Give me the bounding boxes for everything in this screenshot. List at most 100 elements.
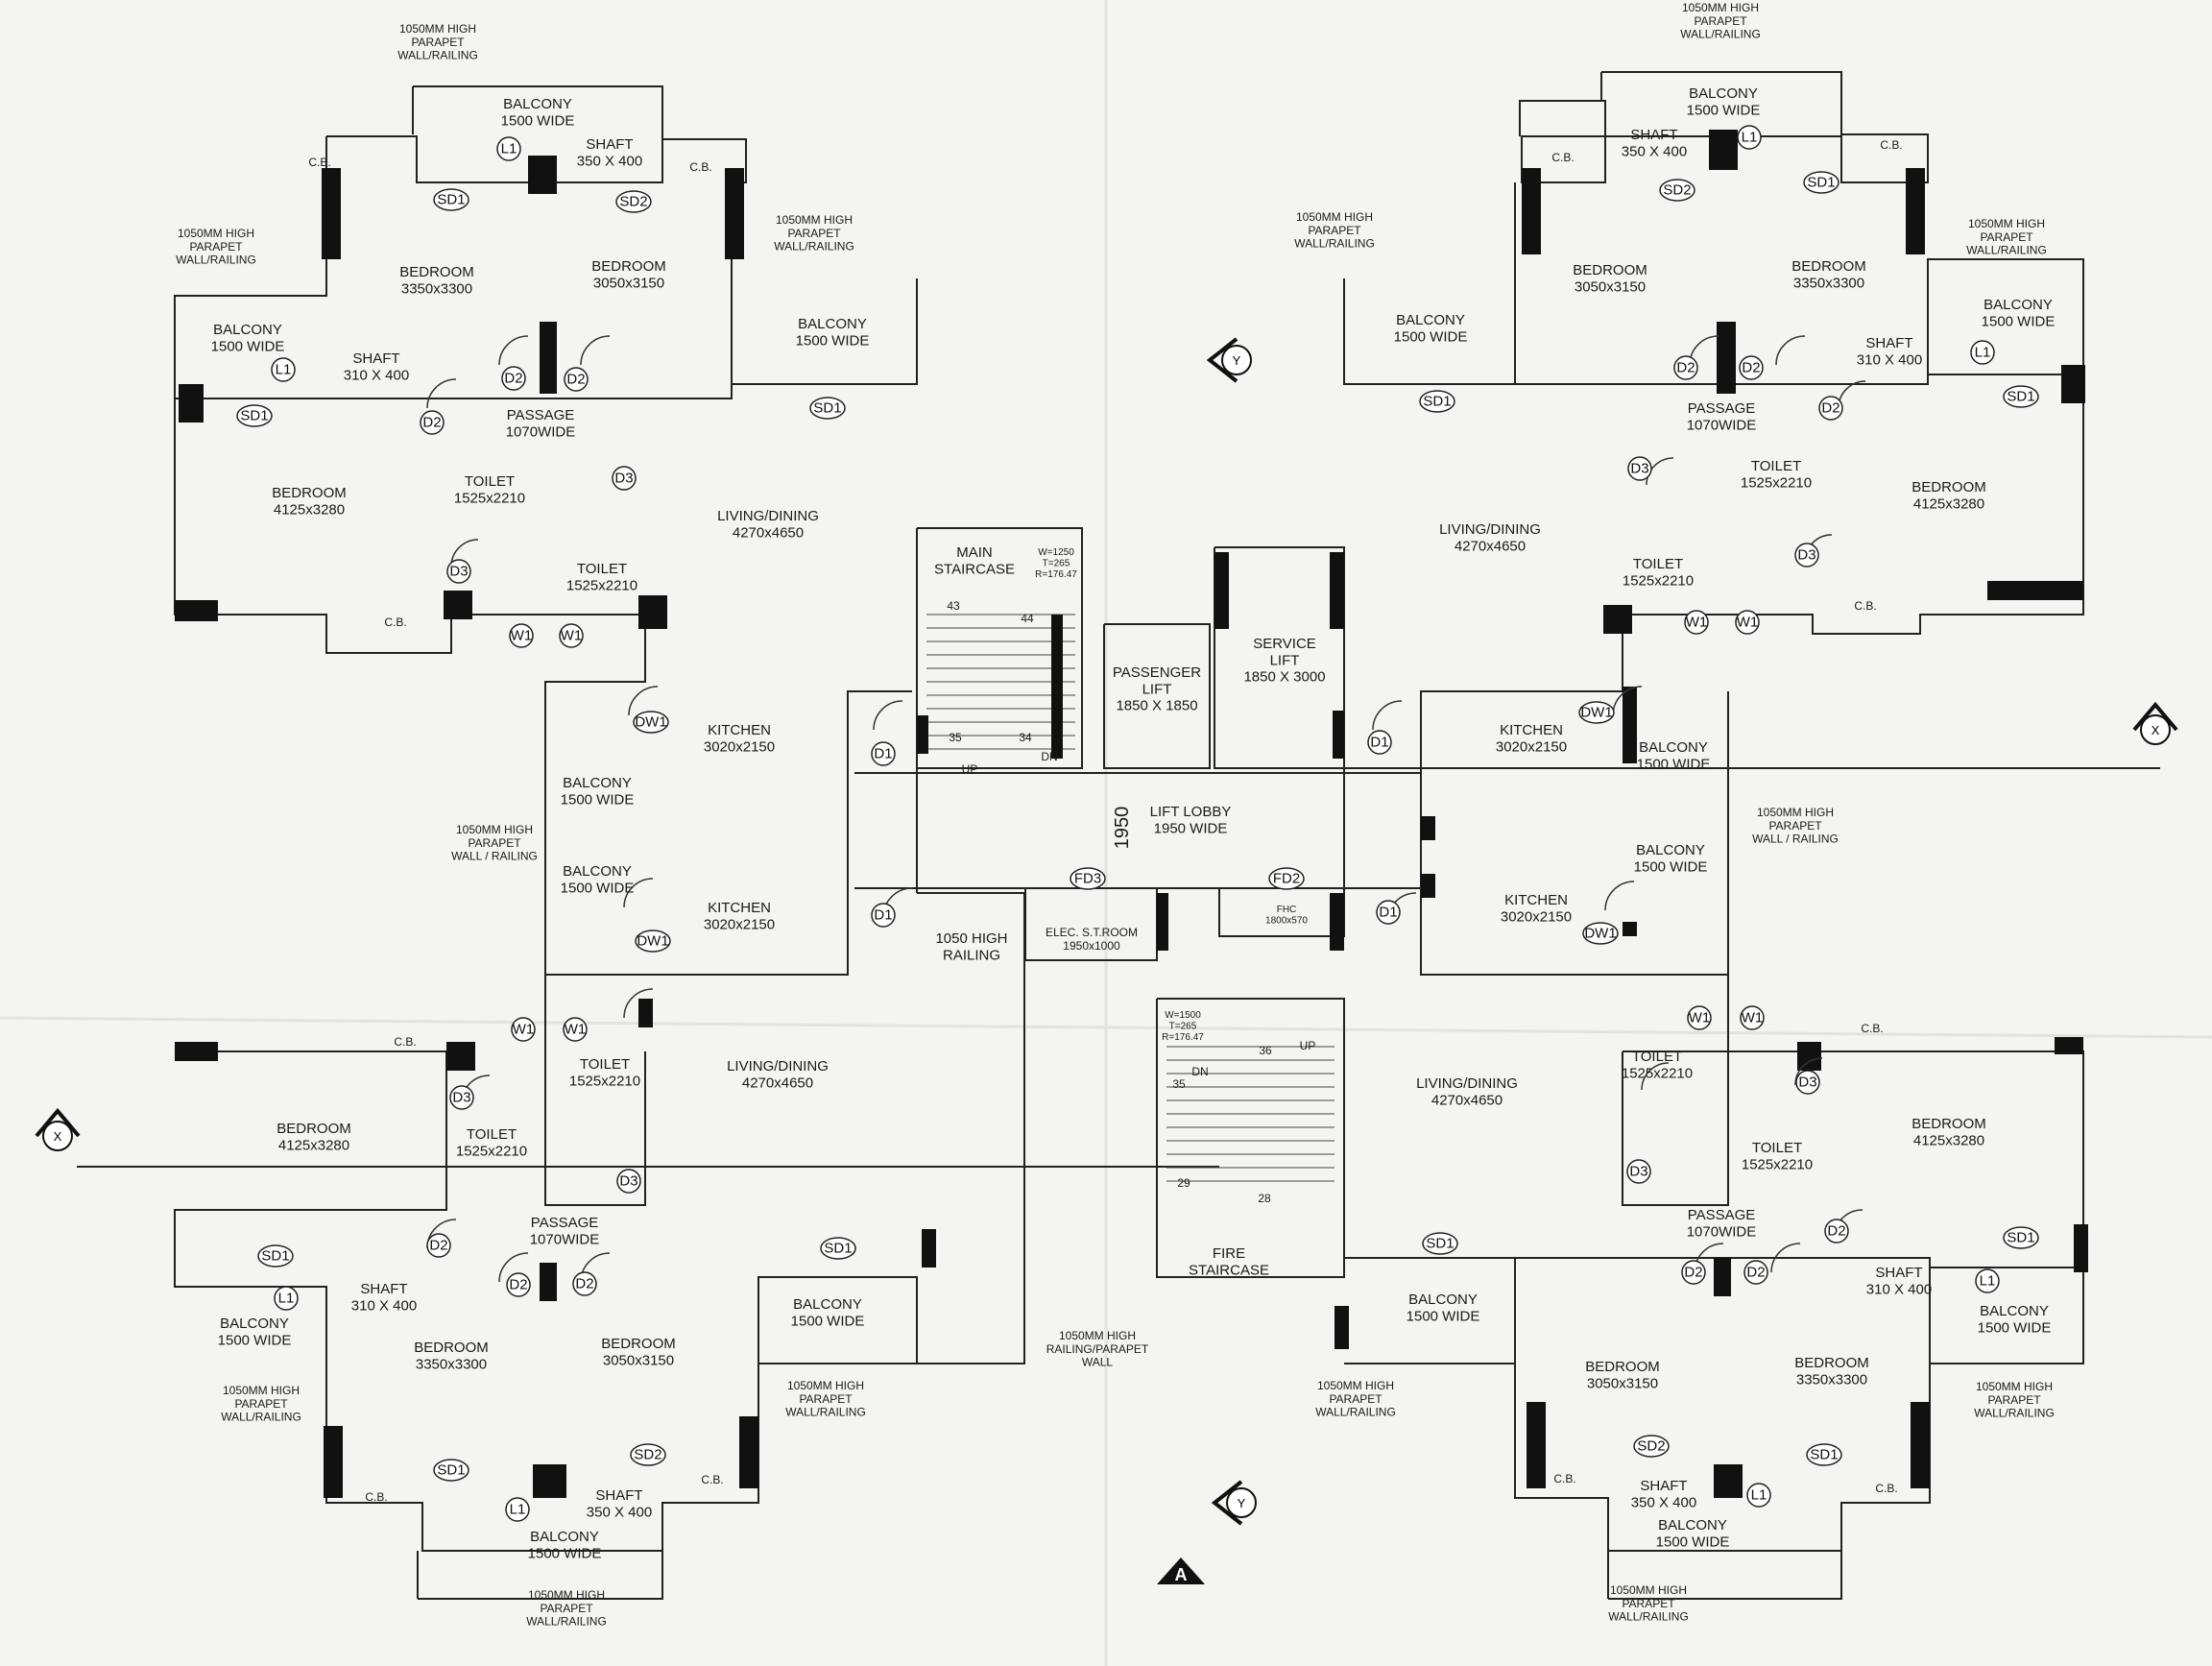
d1-tag: D1 [1367,730,1392,755]
d1-tag: D1 [1376,900,1401,925]
d2-tag: D2 [1743,1260,1768,1285]
d2-tag: D2 [564,367,589,392]
l1-tag: L1 [1970,340,1995,365]
sd1-tag: SD1 [257,1244,294,1268]
svg-text:D3: D3 [449,564,468,580]
lobby-dimension: 1950 [1112,807,1133,850]
svg-text:D3: D3 [614,471,633,487]
svg-text:W1: W1 [1742,1010,1764,1026]
svg-text:W1: W1 [565,1022,587,1038]
svg-text:L1: L1 [1742,130,1758,146]
svg-text:W1: W1 [1737,615,1759,631]
svg-text:D3: D3 [619,1173,637,1190]
svg-text:W1: W1 [513,1022,535,1038]
svg-text:D2: D2 [575,1276,593,1292]
sd1-tag: SD1 [1803,171,1839,194]
sd2-tag: SD2 [1633,1435,1670,1458]
d1-tag: D1 [871,903,896,928]
w1-tag: W1 [509,623,534,648]
cabinet-label: C.B. [384,616,406,629]
svg-text:SD2: SD2 [1663,182,1691,199]
sd2-tag: SD2 [615,190,652,213]
dw1-tag: DW1 [1578,701,1615,724]
d2-tag: D2 [501,366,526,391]
d2-tag: D2 [426,1233,451,1258]
section-y-symbol: Y [1206,337,1252,383]
dw1-tag: DW1 [1582,922,1619,945]
svg-text:SD1: SD1 [437,192,465,208]
stair-up-label: UP [962,762,978,776]
cabinet-label: C.B. [1861,1022,1883,1035]
fd2-tag: FD2 [1268,867,1305,890]
svg-text:DW1: DW1 [635,714,666,731]
d3-tag: D3 [1626,1159,1651,1184]
svg-text:FD2: FD2 [1273,871,1300,887]
svg-text:D2: D2 [1684,1265,1702,1281]
svg-text:L1: L1 [278,1291,295,1307]
cabinet-label: C.B. [1875,1482,1897,1495]
svg-text:W1: W1 [561,628,583,644]
svg-text:D3: D3 [1630,461,1648,477]
w1-tag: W1 [1735,610,1760,635]
sd1-tag: SD1 [1422,1232,1458,1255]
d3-tag: D3 [449,1085,474,1110]
stair-step: 29 [1177,1176,1190,1190]
sd1-tag: SD1 [433,188,469,211]
d1-tag: D1 [871,741,896,766]
svg-text:SD1: SD1 [813,400,841,417]
d2-tag: D2 [1673,355,1698,380]
d2-tag: D2 [1681,1260,1706,1285]
svg-text:L1: L1 [1980,1273,1996,1290]
d2-tag: D2 [506,1272,531,1297]
svg-text:SD1: SD1 [2007,1230,2034,1246]
d3-tag: D3 [616,1169,641,1194]
dw1-tag: DW1 [635,930,671,953]
fd3-tag: FD3 [1070,867,1106,890]
walls [77,71,2160,1600]
svg-text:D2: D2 [1827,1223,1845,1240]
svg-text:SD1: SD1 [1807,175,1835,191]
sd1-tag: SD1 [236,404,273,427]
svg-text:SD2: SD2 [1637,1438,1665,1455]
sd1-tag: SD1 [809,397,846,420]
d3-tag: D3 [1627,456,1652,481]
stair-step: 36 [1259,1044,1272,1057]
d3-tag: D3 [1795,1070,1820,1095]
cabinet-label: C.B. [308,156,330,169]
svg-text:D2: D2 [1746,1265,1765,1281]
svg-text:D1: D1 [874,746,892,762]
